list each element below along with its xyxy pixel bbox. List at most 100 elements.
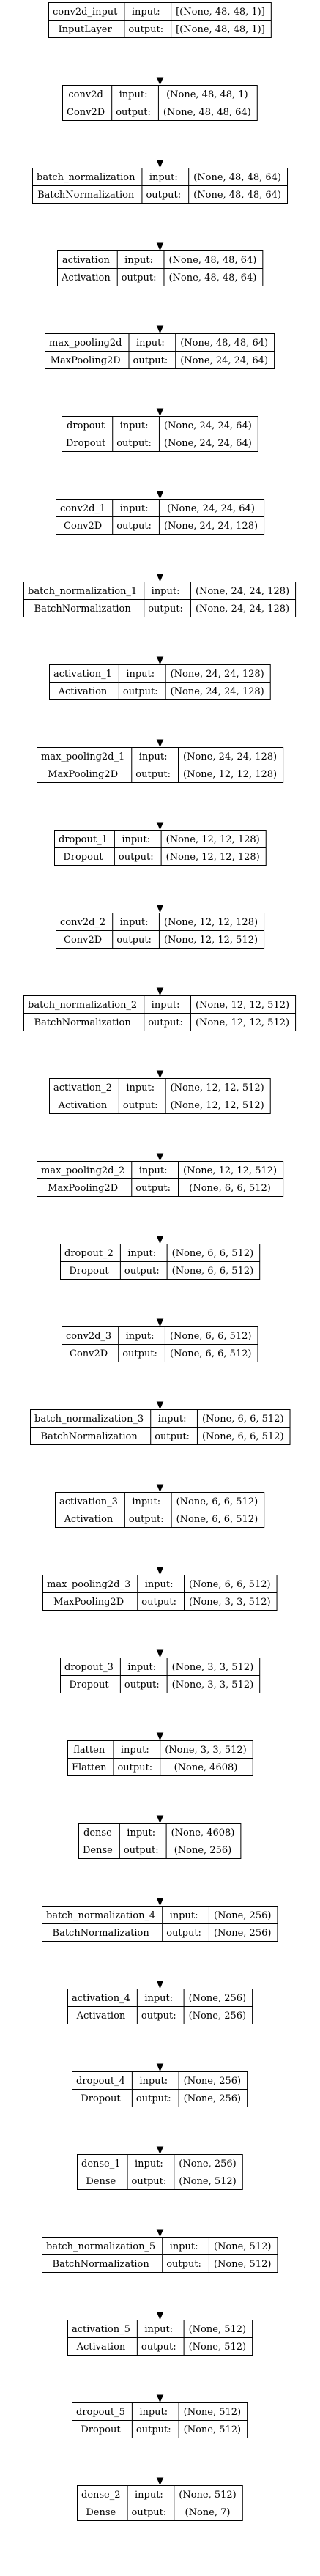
arrow-head-icon — [156, 1153, 164, 1162]
arrow-head-icon — [156, 242, 164, 251]
arrow-head-icon — [156, 1236, 164, 1244]
connection-arrow — [156, 2107, 164, 2155]
input-shape: (None, 256) — [214, 1910, 272, 1921]
layer-node: batch_normalization_5BatchNormalizationi… — [42, 2237, 278, 2273]
layer-type: Dense — [86, 2176, 116, 2187]
layer-type: Dropout — [81, 2424, 121, 2435]
layer-name: dense_1 — [81, 2159, 121, 2169]
layer-node: batch_normalization_3BatchNormalizationi… — [30, 1409, 291, 1445]
layer-name: activation_3 — [59, 1496, 118, 1507]
arrow-head-icon — [156, 1484, 164, 1493]
input-label: input: — [135, 2490, 163, 2501]
input-shape: (None, 12, 12, 512) — [196, 1000, 289, 1011]
connection-arrow — [156, 204, 164, 251]
input-label: input: — [170, 2241, 198, 2252]
input-label: input: — [170, 1910, 198, 1921]
output-shape: (None, 3, 3, 512) — [189, 1597, 271, 1608]
arrow-head-icon — [156, 2394, 164, 2403]
input-label: input: — [119, 89, 148, 100]
arrow-head-icon — [156, 1567, 164, 1575]
input-shape: (None, 512) — [189, 2324, 247, 2335]
layer-node: activation_2Activationinput:output:(None… — [49, 1078, 271, 1114]
connection-arrow — [156, 1528, 164, 1575]
layer-node: activation_3Activationinput:output:(None… — [55, 1492, 265, 1528]
input-shape: (None, 6, 6, 512) — [172, 1248, 254, 1259]
output-label: output: — [116, 107, 151, 118]
input-label: input: — [135, 2159, 163, 2169]
input-label: input: — [132, 1496, 160, 1507]
arrow-head-icon — [156, 1815, 164, 1824]
input-shape: (None, 3, 3, 512) — [172, 1662, 254, 1673]
arrow-head-icon — [156, 77, 164, 86]
connection-arrow — [156, 1693, 164, 1741]
output-label: output: — [129, 1514, 164, 1525]
input-shape: (None, 12, 12, 128) — [164, 917, 258, 928]
connection-arrows — [156, 38, 164, 2486]
layer-type: Conv2D — [70, 1348, 108, 1359]
output-label: output: — [135, 769, 171, 780]
output-label: output: — [141, 2011, 176, 2022]
output-shape: (None, 48, 48, 64) — [168, 272, 256, 283]
connection-arrow — [156, 1197, 164, 1244]
connection-arrow — [156, 1114, 164, 1162]
output-shape: (None, 24, 24, 128) — [196, 604, 289, 615]
connection-arrow — [156, 700, 164, 748]
output-label: output: — [132, 2176, 167, 2187]
input-shape: (None, 24, 24, 128) — [183, 751, 277, 762]
layer-name: dense — [83, 1827, 112, 1838]
input-label: input: — [136, 338, 165, 349]
input-label: input: — [124, 255, 153, 266]
connection-arrow — [156, 286, 164, 334]
input-label: input: — [158, 1414, 187, 1425]
output-label: output: — [124, 1266, 160, 1277]
input-label: input: — [120, 917, 149, 928]
layer-name: batch_normalization — [37, 172, 135, 183]
input-label: input: — [120, 420, 149, 431]
layer-type: Activation — [58, 1100, 108, 1111]
input-shape: (None, 256) — [184, 2076, 242, 2087]
output-label: output: — [124, 1679, 160, 1690]
output-label: output: — [155, 1431, 190, 1442]
output-shape: (None, 6, 6, 512) — [172, 1266, 254, 1277]
input-shape: [(None, 48, 48, 1)] — [176, 7, 265, 18]
output-label: output: — [123, 686, 158, 697]
input-shape: (None, 4608) — [171, 1827, 235, 1838]
layer-name: activation_5 — [72, 2324, 130, 2335]
layer-name: conv2d_2 — [60, 917, 105, 928]
arrow-head-icon — [156, 574, 164, 582]
layer-node: activationActivationinput:output:(None, … — [57, 250, 264, 286]
output-shape: (None, 7) — [185, 2507, 231, 2518]
layer-type: Activation — [64, 1514, 114, 1525]
output-shape: (None, 12, 12, 512) — [164, 935, 258, 946]
input-shape: (None, 48, 48, 64) — [180, 338, 268, 349]
arrow-head-icon — [156, 2477, 164, 2486]
output-shape: (None, 512) — [214, 2259, 272, 2270]
input-shape: (None, 12, 12, 128) — [166, 834, 260, 845]
arrow-head-icon — [156, 656, 164, 665]
input-shape: (None, 256) — [179, 2159, 237, 2169]
input-shape: (None, 24, 24, 64) — [167, 503, 255, 514]
connection-arrow — [156, 2273, 164, 2320]
output-label: output: — [166, 2259, 201, 2270]
arrow-head-icon — [156, 822, 164, 831]
output-shape: (None, 256) — [174, 1845, 232, 1856]
layer-type: Conv2D — [64, 521, 102, 532]
arrow-head-icon — [156, 2146, 164, 2155]
output-shape: (None, 512) — [184, 2424, 242, 2435]
layer-type: Dropout — [63, 852, 103, 863]
arrow-head-icon — [156, 2063, 164, 2072]
connection-arrow — [156, 1859, 164, 1907]
layer-type: Conv2D — [64, 935, 102, 946]
input-label: input: — [145, 1579, 174, 1590]
arrow-head-icon — [156, 1649, 164, 1658]
output-label: output: — [148, 1017, 183, 1028]
input-shape: (None, 24, 24, 64) — [164, 420, 252, 431]
output-label: output: — [133, 355, 168, 366]
layer-name: conv2d_1 — [60, 503, 105, 514]
output-shape: (None, 24, 24, 128) — [164, 521, 258, 532]
